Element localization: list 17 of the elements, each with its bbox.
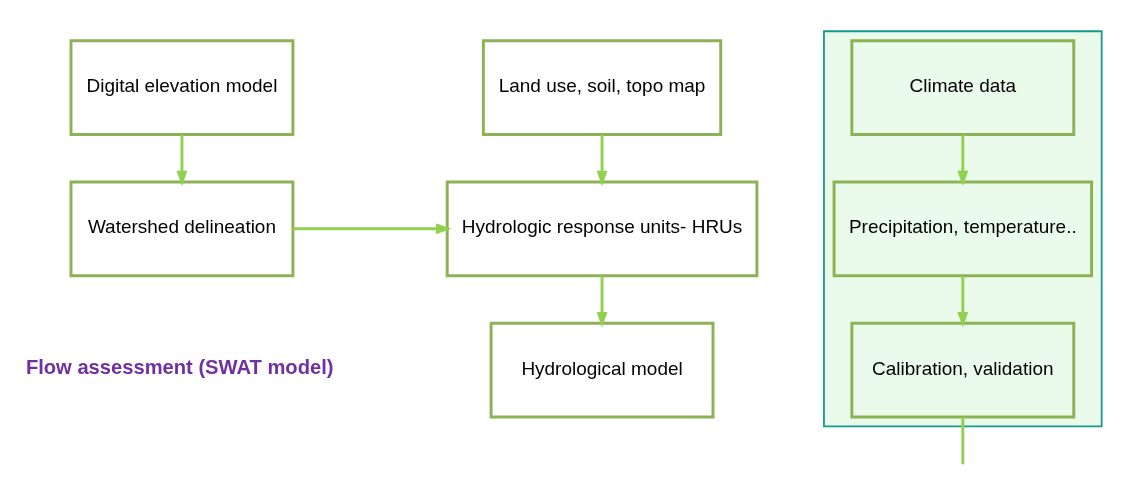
node-box: Digital elevation model xyxy=(69,38,295,136)
arrow xyxy=(957,275,969,328)
node-box: Hydrologic response units- HRUs xyxy=(445,179,759,277)
label: Flow assessment (SWAT model) xyxy=(25,355,334,378)
cluster xyxy=(823,29,1103,427)
node-box: Climate data xyxy=(850,38,1076,136)
arrow xyxy=(176,134,188,186)
node-box: Precipitation, temperature.. xyxy=(832,179,1094,277)
node-box: Calibration, validation xyxy=(850,321,1076,418)
node-box: Hydrological model xyxy=(489,321,715,418)
arrow xyxy=(596,275,608,328)
arrow xyxy=(293,222,452,234)
connector xyxy=(961,416,965,464)
arrow xyxy=(596,134,608,186)
node-box: Watershed delineation xyxy=(69,179,295,277)
arrow xyxy=(957,134,969,186)
node-box: Land use, soil, topo map xyxy=(481,38,723,136)
